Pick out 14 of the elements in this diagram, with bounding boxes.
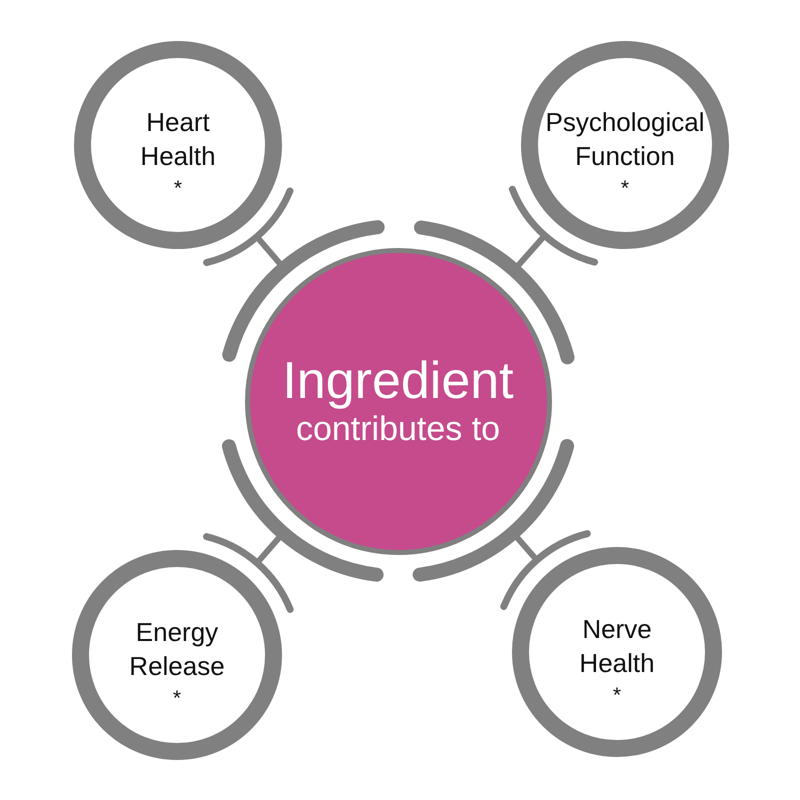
topic-label: Heart Health bbox=[139, 106, 217, 173]
center-heading: Ingredient bbox=[281, 353, 515, 409]
connector bbox=[203, 187, 385, 362]
footnote-mark: * bbox=[612, 688, 622, 704]
topic-label: Psychological Function bbox=[544, 106, 706, 173]
footnote-mark: * bbox=[172, 691, 182, 707]
connector bbox=[412, 438, 591, 610]
footnote-mark: * bbox=[620, 181, 630, 197]
connector bbox=[203, 439, 384, 613]
footnote-mark: * bbox=[174, 181, 182, 197]
topic-label: Nerve Health bbox=[578, 613, 656, 680]
connector bbox=[414, 186, 598, 364]
topic-label: Energy Release bbox=[128, 616, 226, 683]
center-subheading: contributes to bbox=[296, 409, 500, 449]
